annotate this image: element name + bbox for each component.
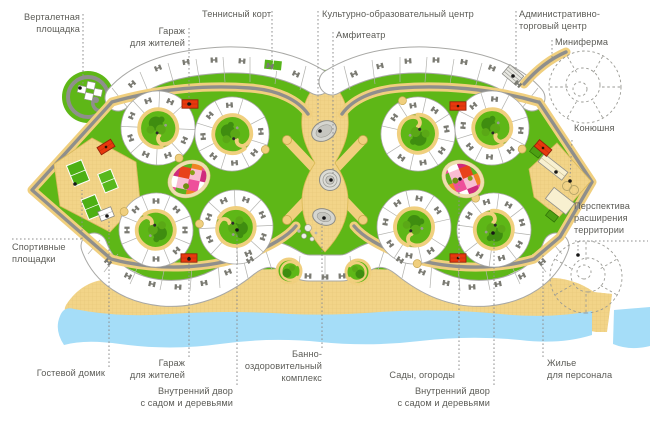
label-bath-complex: Банно- оздоровительный комплекс (244, 349, 322, 383)
beach-spiral (275, 257, 303, 285)
leader-lines (12, 11, 648, 385)
leader-expansion (575, 240, 648, 251)
label-guest-house: Гостевой домик (36, 368, 105, 378)
central-axis (301, 75, 349, 253)
guest-house (97, 206, 115, 222)
label-courtyard-right: Внутренний двор с садом и деревьями (397, 386, 490, 408)
label-tennis-court: Теннисный корт (202, 9, 272, 19)
stable-area (528, 142, 592, 223)
label-culture-center: Культурно-образовательный центр (322, 9, 474, 19)
label-stable: Конюшня (574, 123, 615, 133)
beach-spit (592, 292, 612, 331)
label-amphitheater: Амфитеатр (336, 30, 386, 40)
label-gardens: Сады, огороды (389, 370, 455, 380)
label-helipad: Верталетная площадка (24, 12, 80, 34)
label-minifarm: Миниферма (555, 37, 609, 47)
axis-nodes (282, 135, 368, 225)
sports-area (53, 137, 141, 233)
beach-spiral (344, 258, 372, 286)
garden-patch (441, 159, 485, 199)
label-courtyard-left: Внутренний двор с садом и деревьями (140, 386, 233, 408)
label-expansion: Перспектива расширения территории (574, 201, 630, 235)
label-garage-top: Гараж для жителей (129, 26, 185, 48)
label-garage-bottom: Гараж для жителей (129, 358, 185, 380)
label-staff-housing: Жилье для персонала (547, 358, 613, 380)
axis-small-features (297, 224, 318, 242)
culture-center (311, 120, 337, 142)
leader-dots (73, 74, 580, 261)
garden-patch (167, 159, 211, 199)
river-right (613, 307, 650, 349)
leader-sports (12, 190, 83, 240)
label-sports: Спортивные площадки (12, 242, 66, 264)
label-admin-center: Административно- торговый центр (519, 9, 601, 31)
river (57, 308, 592, 348)
